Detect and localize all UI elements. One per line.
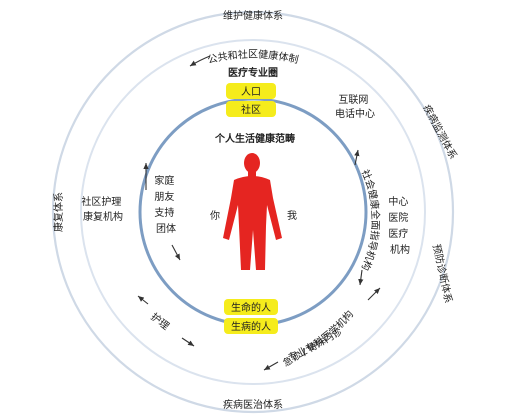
label-disease-monitoring-system: 疾病监测体系 (420, 102, 460, 161)
arrow-family-down (171, 244, 181, 261)
human-figure-icon (223, 153, 282, 270)
badge-community-bg (226, 101, 276, 117)
badge-sick-person: 生病的人 (231, 320, 271, 333)
arrow-specialist-lower (263, 361, 279, 371)
label-public-community-system: 公共和社区健康体制 (207, 48, 300, 66)
arrow-specialist-upper (367, 287, 381, 301)
badge-living-person: 生命的人 (231, 301, 271, 314)
label-me: 我 (287, 210, 297, 222)
arrow-social-guidance-down (358, 269, 364, 286)
arrow-nursing-upper (137, 295, 149, 305)
badge-community: 社区 (241, 103, 261, 116)
label-maintain-health-system: 维护健康体系 (223, 9, 283, 22)
label-nursing: 护理 (148, 310, 172, 333)
label-disease-treatment-system: 疾病医治体系 (223, 398, 283, 411)
badge-sick-person-bg (224, 318, 278, 334)
label-medical-professional-circle: 医疗专业圈 (228, 66, 278, 79)
arrow-nursing-lower (181, 337, 195, 347)
label-internet-phone-center: 互联网 电话中心 (335, 94, 375, 120)
label-family-friends-support: 家庭 朋友 支持 团体 (154, 174, 177, 235)
badge-population-bg (226, 83, 276, 99)
arrow-social-guidance-up (354, 149, 360, 166)
label-central-hospital: 中心 医院 医疗 机构 (388, 195, 411, 256)
label-community-nursing-rehab: 社区护理 康复机构 (81, 195, 124, 223)
arrow-public-community (189, 55, 211, 67)
badge-living-person-bg (224, 299, 278, 315)
outer-ring (51, 10, 455, 414)
label-you: 你 (210, 209, 220, 222)
middle-ring (80, 39, 426, 385)
label-personal-health-scope: 个人生活健康范畴 (214, 132, 295, 145)
badge-population: 人口 (241, 86, 261, 98)
label-rehabilitation-system: 康复体系 (52, 192, 65, 232)
